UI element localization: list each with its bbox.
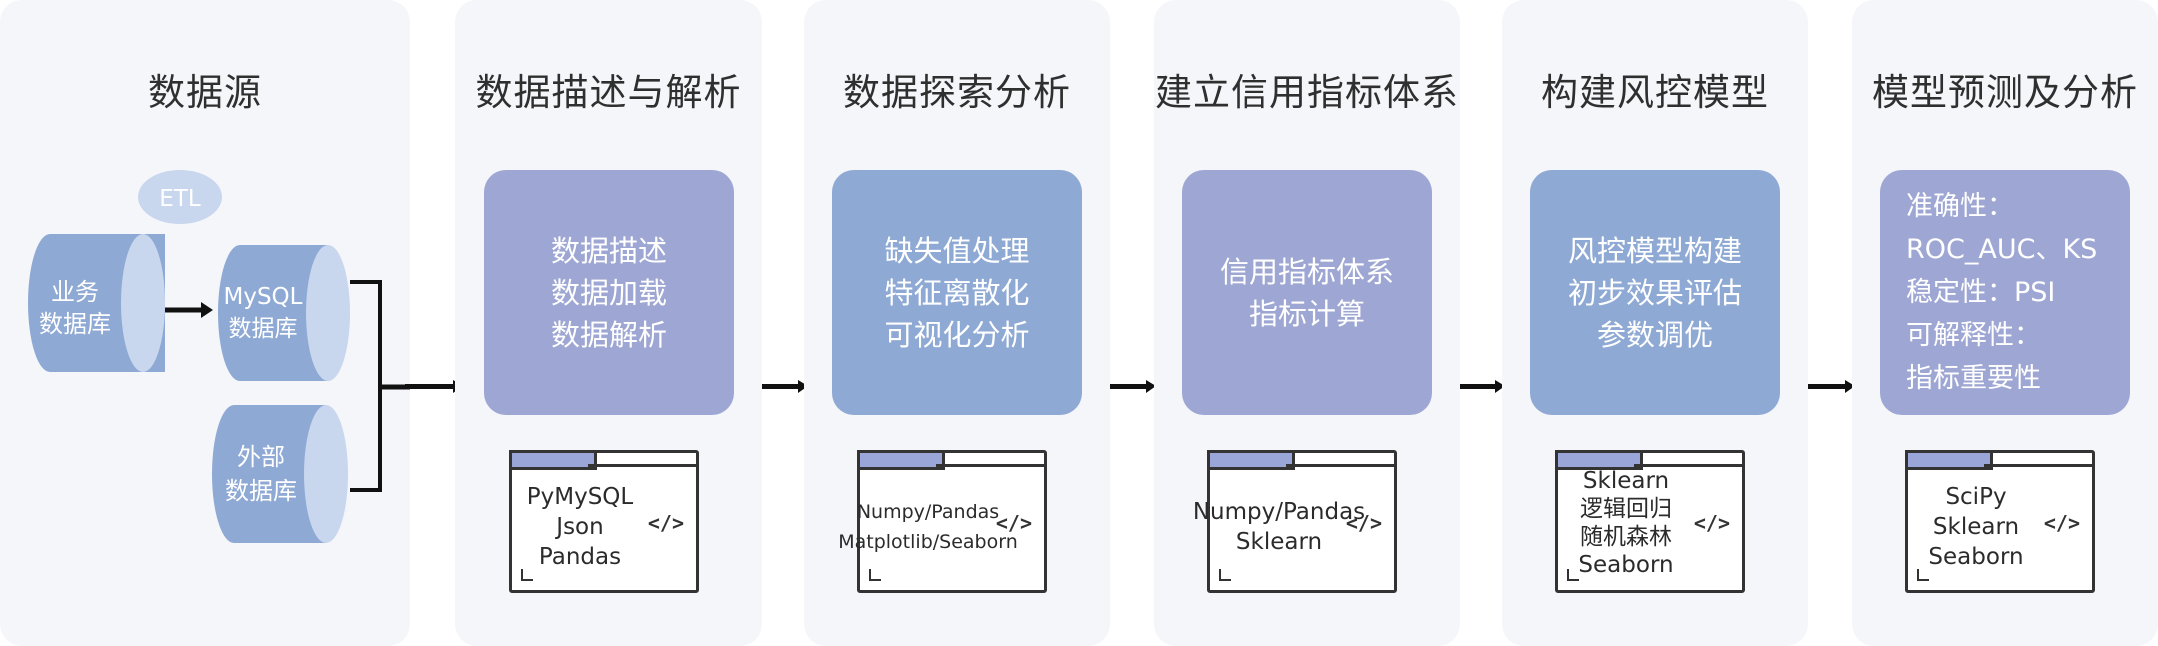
card-line: 风控模型构建 [1567,233,1742,268]
card-line: 指标计算 [1248,296,1365,331]
tool-label: SciPy [1945,483,2007,510]
card-line: 准确性： [1906,191,2014,222]
tool-label: Sklearn [1582,467,1670,494]
corner-icon [1917,569,1929,581]
stage-title: 建立信用指标体系 [1155,71,1459,114]
tools-window: Numpy/Pandas Sklearn </> [1193,450,1397,593]
flow-arrow [1442,380,1505,393]
window-tab [509,450,597,470]
stage-panel-eda: 数据探索分析 缺失值处理 特征离散化 可视化分析 Numpy/Pandas Ma… [804,0,1110,646]
window-tab [857,450,945,470]
stage-title: 数据描述与解析 [475,71,742,114]
flow-arrow [745,380,808,393]
mysql-db-label-1: MySQL [224,284,303,310]
etl-bubble [138,170,222,224]
stage-panel-risk-model: 构建风控模型 风控模型构建 初步效果评估 参数调优 Sklearn 逻辑回归 随… [1502,0,1808,646]
card-line: 数据描述 [550,233,667,268]
tool-label: Sklearn [1932,513,2020,540]
card-line: 初步效果评估 [1567,275,1742,310]
card-line: 可视化分析 [884,317,1030,352]
stage-title: 数据探索分析 [843,71,1071,114]
corner-icon [869,569,881,581]
tool-label: Json [556,513,604,540]
business-db-label-2: 数据库 [39,310,111,338]
card-line: 数据加载 [550,275,667,310]
business-db-cylinder [28,234,165,372]
tool-label: Numpy/Pandas [1192,498,1366,525]
corner-icon [1219,569,1231,581]
stage-panel-data-parsing: 数据描述与解析 数据描述 数据加载 数据解析 PyMySQL Json Pand… [455,0,762,646]
stage-card: 准确性： ROC_AUC、KS 稳定性：PSI 可解释性： 指标重要性 [1880,170,2130,415]
card-line: 稳定性：PSI [1906,277,2056,308]
tools-window: Numpy/Pandas Matplotlib/Seaborn </> [838,450,1047,593]
mysql-db-cylinder [218,245,350,381]
data-source-diagram: ETL 业务 数据库 MySQL 数据库 外部 数据库 [28,170,410,543]
tool-label: 随机森林 [1580,523,1672,550]
stage-card: 信用指标体系 指标计算 [1182,170,1432,415]
stage-title: 构建风控模型 [1541,71,1769,114]
code-icon: </> [647,511,684,535]
etl-label: ETL [159,186,201,212]
tool-label: Matplotlib/Seaborn [838,530,1018,553]
tool-label: PyMySQL [526,483,634,510]
window-tab [1905,450,1993,470]
business-db-label-1: 业务 [51,278,99,306]
stage-card: 风控模型构建 初步效果评估 参数调优 [1530,170,1780,415]
card-line: 特征离散化 [884,275,1030,310]
stage-title: 数据源 [148,71,262,114]
stage-panel-credit-indicators: 建立信用指标体系 信用指标体系 指标计算 Numpy/Pandas Sklear… [1154,0,1460,646]
code-icon: </> [1345,511,1382,535]
tool-label: Seaborn [1578,551,1674,578]
code-icon: </> [1693,511,1730,535]
tool-label: 逻辑回归 [1580,495,1672,522]
window-tab [1207,450,1295,470]
stage-card: 缺失值处理 特征离散化 可视化分析 [832,170,1082,415]
external-db-cylinder [212,405,348,543]
corner-icon [1567,569,1579,581]
stage-panel-data-source: 数据源 ETL 业务 数据库 MySQL 数据库 外部 数据库 [0,0,410,646]
tools-window: SciPy Sklearn Seaborn </> [1905,450,2095,593]
tool-label: Pandas [538,543,622,570]
external-db-label-1: 外部 [237,443,285,471]
source-bracket [350,280,382,492]
corner-icon [521,569,533,581]
window-tab [1555,450,1643,470]
card-line: 指标重要性 [1906,363,2041,394]
card-line: 参数调优 [1596,317,1713,352]
code-icon: </> [2043,511,2080,535]
stage-title: 模型预测及分析 [1872,71,2138,114]
flow-arrow [405,380,463,393]
external-db-label-2: 数据库 [225,477,297,505]
mysql-db-label-2: 数据库 [229,316,298,342]
code-icon: </> [995,511,1032,535]
flow-arrow [1792,380,1855,393]
tool-label: Numpy/Pandas [856,500,1000,523]
tool-label: Sklearn [1235,528,1323,555]
flow-arrow [1093,380,1156,393]
card-line: 缺失值处理 [884,233,1030,268]
stage-card: 数据描述 数据加载 数据解析 [484,170,734,415]
card-line: 数据解析 [550,317,667,352]
tools-window: PyMySQL Json Pandas </> [509,450,699,593]
card-line: ROC_AUC、KS [1906,234,2098,265]
tool-label: Seaborn [1928,543,2024,570]
card-line: 可解释性： [1906,320,2041,351]
stage-panel-prediction: 模型预测及分析 准确性： ROC_AUC、KS 稳定性：PSI 可解释性： 指标… [1852,0,2158,646]
tools-window: Sklearn 逻辑回归 随机森林 Seaborn </> [1555,450,1745,593]
card-line: 信用指标体系 [1219,254,1394,289]
